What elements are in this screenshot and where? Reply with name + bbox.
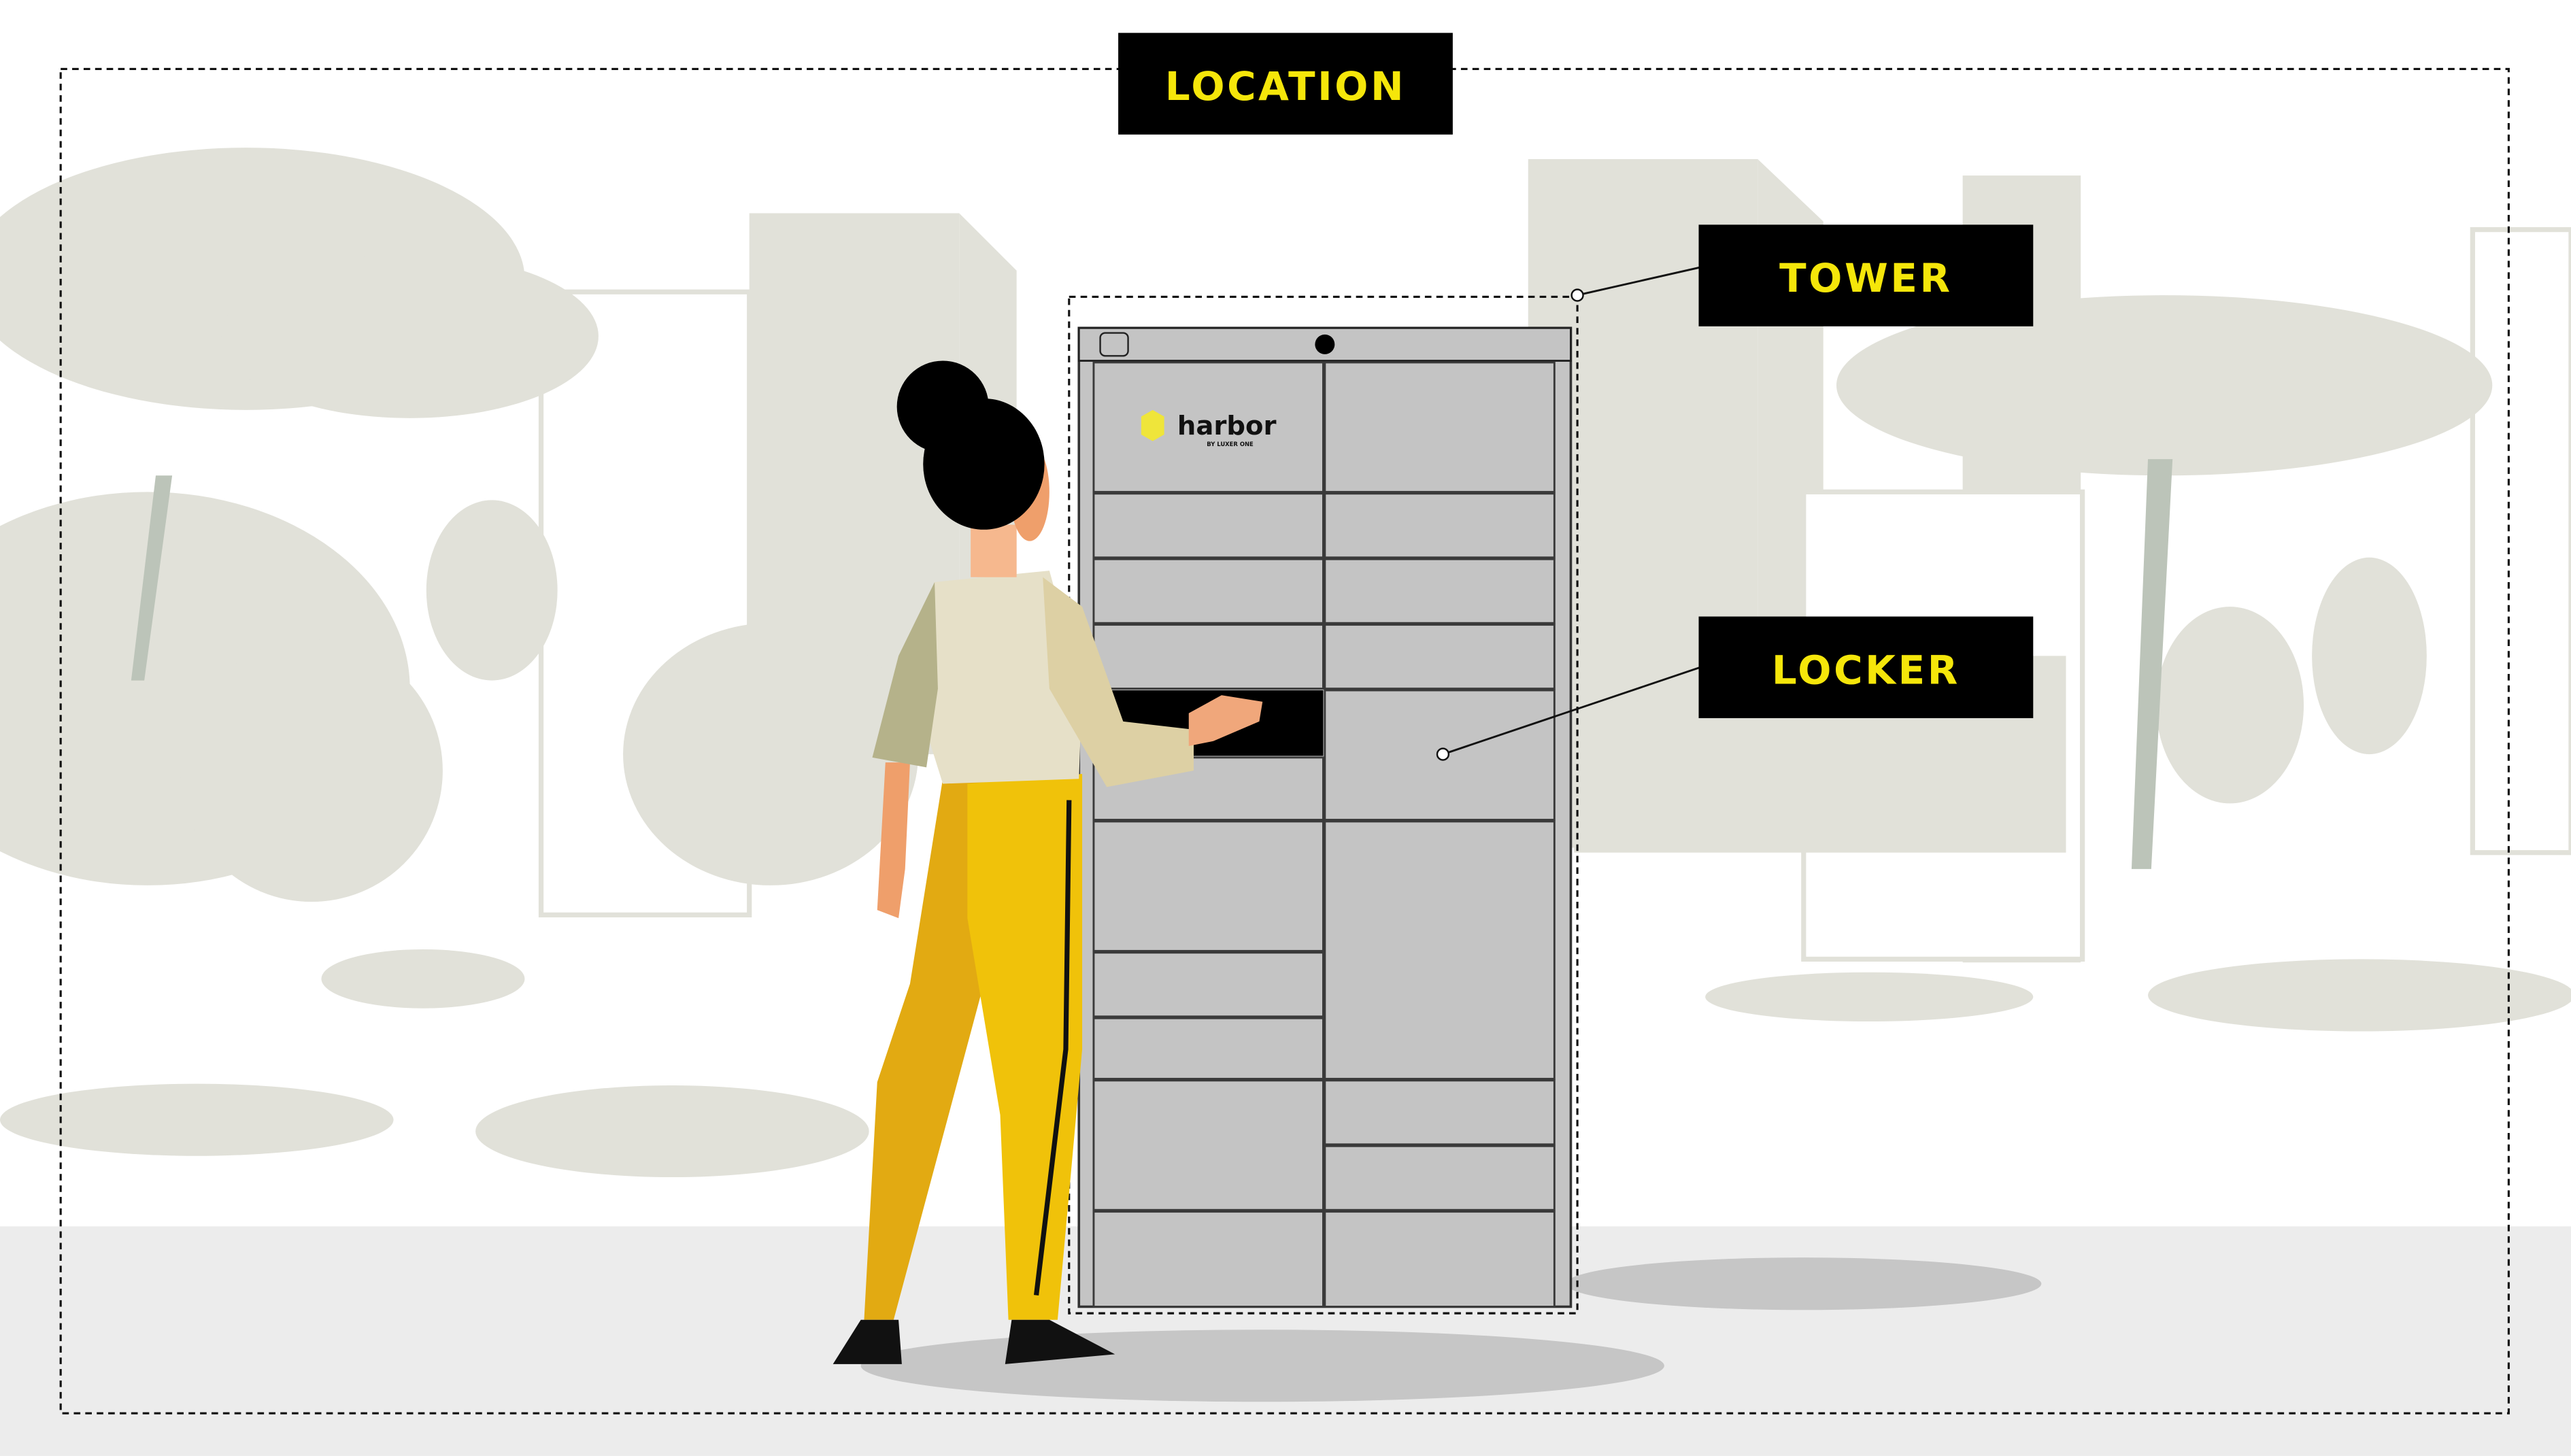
person-pants-stripe (1033, 800, 1072, 1296)
locker-tower[interactable]: harbor BY LUXER ONE (1077, 326, 1573, 1308)
locker-compartment[interactable] (1092, 558, 1324, 624)
building (2470, 227, 2571, 856)
locker-compartment[interactable] (1324, 1079, 1556, 1146)
locker-compartment[interactable] (1092, 1210, 1324, 1308)
person-neck (971, 524, 1017, 577)
harbor-logo-icon (1141, 409, 1164, 441)
person-sleeve-right (1043, 577, 1194, 788)
person-left-arm (877, 762, 910, 919)
locker-compartment[interactable] (1324, 1210, 1556, 1308)
locker-leader-dot (1436, 747, 1450, 761)
locker-compartment[interactable] (1092, 624, 1324, 690)
locker-compartment[interactable] (1092, 361, 1324, 493)
locker-compartment[interactable] (1092, 1079, 1324, 1211)
shadow-patch (2148, 959, 2571, 1032)
person-right-leg (967, 774, 1083, 1320)
bush (426, 500, 558, 681)
locker-compartment[interactable] (1092, 1017, 1324, 1080)
locker-compartment[interactable] (1092, 820, 1324, 952)
person-hand (1188, 695, 1263, 747)
shadow-patch (475, 1085, 869, 1178)
tree-trunk (2131, 459, 2173, 869)
harbor-logo-text: harbor (1177, 411, 1277, 441)
locker-compartment[interactable] (1324, 361, 1556, 493)
locker-label: LOCKER (1436, 616, 2034, 761)
person-illustration (833, 360, 1263, 1364)
shadow-patch (321, 949, 525, 1009)
person-torso (918, 571, 1083, 784)
locker-compartment[interactable] (1324, 558, 1556, 624)
location-label-text: LOCATION (1165, 63, 1406, 109)
locker-compartment[interactable] (1324, 1145, 1556, 1211)
locker-compartment[interactable] (1324, 820, 1556, 1080)
locker-compartment[interactable] (1324, 492, 1556, 559)
tower-leader-line (1577, 266, 1701, 297)
shadow-patch (0, 1083, 394, 1156)
bush (180, 639, 443, 902)
screen-icon (1099, 332, 1129, 357)
locker-compartment[interactable] (1092, 951, 1324, 1018)
locker-compartment[interactable] (1324, 624, 1556, 690)
person-hair-bun (896, 360, 989, 453)
location-boundary (59, 67, 2510, 1415)
harbor-logo-tagline: BY LUXER ONE (1207, 441, 1254, 447)
tower-label-text: TOWER (1779, 255, 1953, 301)
locker-compartment[interactable] (1092, 492, 1324, 559)
locker-leader-line (1442, 666, 1701, 756)
shadow-patch (1705, 972, 2034, 1022)
location-label: LOCATION (1118, 33, 1453, 135)
person-right-shoe (1005, 1319, 1115, 1364)
bush (623, 623, 918, 885)
tree-trunk (131, 475, 173, 681)
bush (2312, 557, 2427, 755)
person-left-shoe (833, 1319, 902, 1364)
tree-canopy (1836, 295, 2493, 476)
tree-canopy (221, 254, 599, 418)
tower-label: TOWER (1570, 224, 2034, 326)
harbor-logo: harbor BY LUXER ONE (1141, 409, 1277, 447)
person-sleeve-left (872, 581, 938, 768)
bush (2156, 607, 2304, 804)
locker-label-text: LOCKER (1772, 647, 1960, 693)
person-shadow (860, 1330, 1664, 1402)
tower-shadow (1566, 1257, 2042, 1310)
tower-leader-dot (1570, 288, 1584, 302)
camera-icon (1315, 334, 1335, 354)
